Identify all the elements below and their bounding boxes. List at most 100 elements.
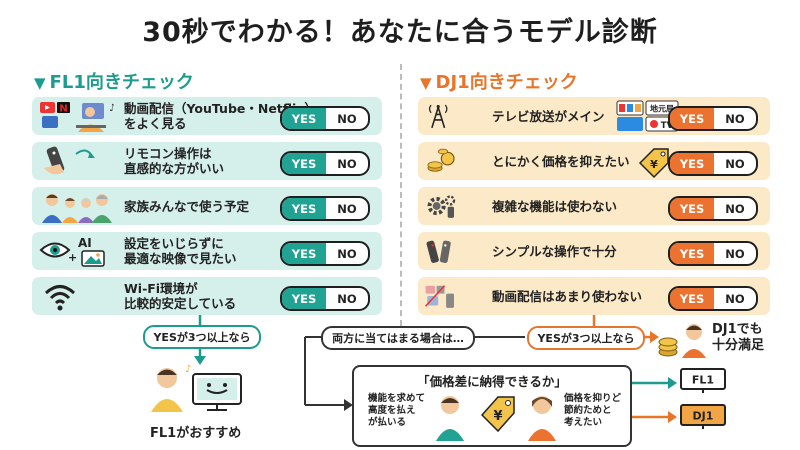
- streaming-icons: N ♪: [40, 102, 114, 132]
- thinking-person-left-icon: [436, 396, 464, 441]
- yes-option[interactable]: YES: [670, 243, 714, 264]
- dj1-heading: ▼DJ1向きチェック: [420, 68, 578, 94]
- price-tag-icon: ¥: [480, 396, 515, 433]
- dj1-tv-icon: DJ1: [680, 404, 726, 429]
- check-item-text: 最適な映像で見たい: [124, 251, 237, 266]
- dj1-coins-person-icon: [658, 324, 706, 358]
- both-apply-pill: 両方に当てはまる場合は…: [321, 326, 475, 350]
- check-item-text: 設定をいじらずに: [124, 236, 224, 251]
- eye-ai-icon: + AI: [39, 236, 105, 267]
- fl1-recommendation: FL1がおすすめ: [150, 426, 242, 441]
- ai-label: AI: [78, 236, 92, 250]
- check-item-text: 動画配信はあまり使わない: [492, 288, 643, 304]
- left-person-text: が払いる: [368, 417, 407, 428]
- right-person-text: 価格を抑りど: [564, 393, 622, 404]
- family-icon: [42, 194, 112, 223]
- triangle-down-icon: ▼: [34, 74, 46, 92]
- no-option[interactable]: NO: [337, 291, 357, 306]
- yes-no-toggle[interactable]: YES NO: [280, 106, 370, 131]
- check-item-text: 動画配信（YouTube・Netflix）: [124, 101, 317, 116]
- tv-badge: TV: [661, 121, 674, 131]
- gear-icon: [427, 195, 456, 218]
- yes-option[interactable]: YES: [670, 108, 714, 129]
- no-streaming-icon: [424, 285, 454, 308]
- dj1-result-condition: YESが3つ以上なら: [527, 326, 645, 350]
- yes-option[interactable]: YES: [282, 108, 326, 129]
- yes-no-toggle[interactable]: YES NO: [280, 196, 370, 221]
- no-option[interactable]: NO: [337, 201, 357, 216]
- yes-no-toggle[interactable]: YES NO: [280, 151, 370, 176]
- check-item-text: 比較的安定している: [124, 296, 237, 311]
- dj1-result-line1: DJ1でも: [712, 322, 763, 337]
- yes-no-toggle[interactable]: YES NO: [668, 106, 758, 131]
- yes-no-toggle[interactable]: YES NO: [668, 241, 758, 266]
- no-option[interactable]: NO: [725, 201, 745, 216]
- fl1-heading: ▼FL1向きチェック: [34, 68, 194, 94]
- left-person-text: 高度を払え: [368, 405, 416, 416]
- yes-option[interactable]: YES: [282, 288, 326, 309]
- yes-option[interactable]: YES: [670, 198, 714, 219]
- dj1-tv-label: DJ1: [693, 410, 714, 423]
- left-person-text: 機能を求めて: [368, 393, 426, 404]
- fl1-tv-icon: FL1: [680, 368, 726, 393]
- no-option[interactable]: NO: [337, 111, 357, 126]
- broadcast-badges: 地元局 TV: [616, 100, 679, 132]
- fl1-result-condition: YESが3つ以上なら: [143, 325, 261, 349]
- dj1-heading-text: DJ1向きチェック: [435, 72, 578, 93]
- no-option[interactable]: NO: [725, 111, 745, 126]
- price-decision-box: 「価格差に納得できるか」 機能を求めて 高度を払え が払いる ¥ 価格を抑りど …: [352, 365, 632, 447]
- yes-option[interactable]: YES: [282, 243, 326, 264]
- yes-option[interactable]: YES: [670, 153, 714, 174]
- check-item-text: 家族みんなで使う予定: [124, 198, 250, 214]
- no-option[interactable]: NO: [337, 246, 357, 261]
- remote-hand-icon: [44, 146, 95, 175]
- antenna-icon: [428, 104, 448, 129]
- svg-text:+: +: [68, 251, 77, 264]
- remotes-icon: [426, 240, 451, 263]
- no-option[interactable]: NO: [725, 156, 745, 171]
- column-divider: [400, 64, 402, 326]
- yes-option[interactable]: YES: [670, 288, 714, 309]
- svg-text:♪: ♪: [109, 103, 114, 114]
- wifi-icon: [44, 285, 76, 311]
- yes-no-toggle[interactable]: YES NO: [280, 241, 370, 266]
- yes-no-toggle[interactable]: YES NO: [668, 286, 758, 311]
- check-item-text: 直感的な方がいい: [124, 161, 225, 176]
- fl1-tv-label: FL1: [692, 374, 714, 387]
- svg-text:♪: ♪: [185, 364, 191, 375]
- check-item-text: をよく見る: [124, 116, 187, 131]
- coins-icon: [427, 148, 455, 172]
- check-item-text: Wi-Fi環境が: [124, 281, 198, 296]
- yen-symbol: ¥: [650, 158, 658, 171]
- dj1-result-line2: 十分満足: [712, 338, 765, 353]
- fl1-person-tv-icon: ♪: [151, 364, 242, 412]
- no-option[interactable]: NO: [725, 246, 745, 261]
- right-person-text: 考えたい: [564, 417, 603, 428]
- check-item-text: とにかく価格を抑えたい: [492, 153, 630, 169]
- page-title: 30秒でわかる！あなたに合うモデル診断: [142, 17, 658, 48]
- fl1-check-row: + AI 設定をいじらずに最適な映像で見たい YES NO: [32, 232, 382, 270]
- yes-no-toggle[interactable]: YES NO: [668, 196, 758, 221]
- fl1-check-row: N ♪ 動画配信（YouTube・Netflix）をよく見る YES NO: [32, 97, 382, 135]
- fl1-check-row: 家族みんなで使う予定 YES NO: [32, 187, 382, 225]
- yes-no-toggle[interactable]: YES NO: [668, 151, 758, 176]
- svg-text:N: N: [59, 104, 67, 115]
- no-option[interactable]: NO: [725, 291, 745, 306]
- yes-option[interactable]: YES: [282, 153, 326, 174]
- dj1-check-row: 複雑な機能は使わない YES NO: [418, 187, 770, 225]
- no-option[interactable]: NO: [337, 156, 357, 171]
- local-station-badge: 地元局: [650, 104, 674, 114]
- fl1-check-row: Wi-Fi環境が比較的安定している YES NO: [32, 277, 382, 315]
- thinking-person-right-icon: [528, 396, 556, 441]
- triangle-down-icon: ▼: [420, 74, 432, 92]
- yes-option[interactable]: YES: [282, 198, 326, 219]
- price-tag-icon: ¥: [638, 148, 669, 179]
- price-question: 「価格差に納得できるか」: [417, 374, 567, 389]
- right-person-text: 節約ためと: [564, 405, 612, 416]
- dj1-check-row: 動画配信はあまり使わない YES NO: [418, 277, 770, 315]
- yes-no-toggle[interactable]: YES NO: [280, 286, 370, 311]
- check-item-text: 複雑な機能は使わない: [492, 198, 618, 214]
